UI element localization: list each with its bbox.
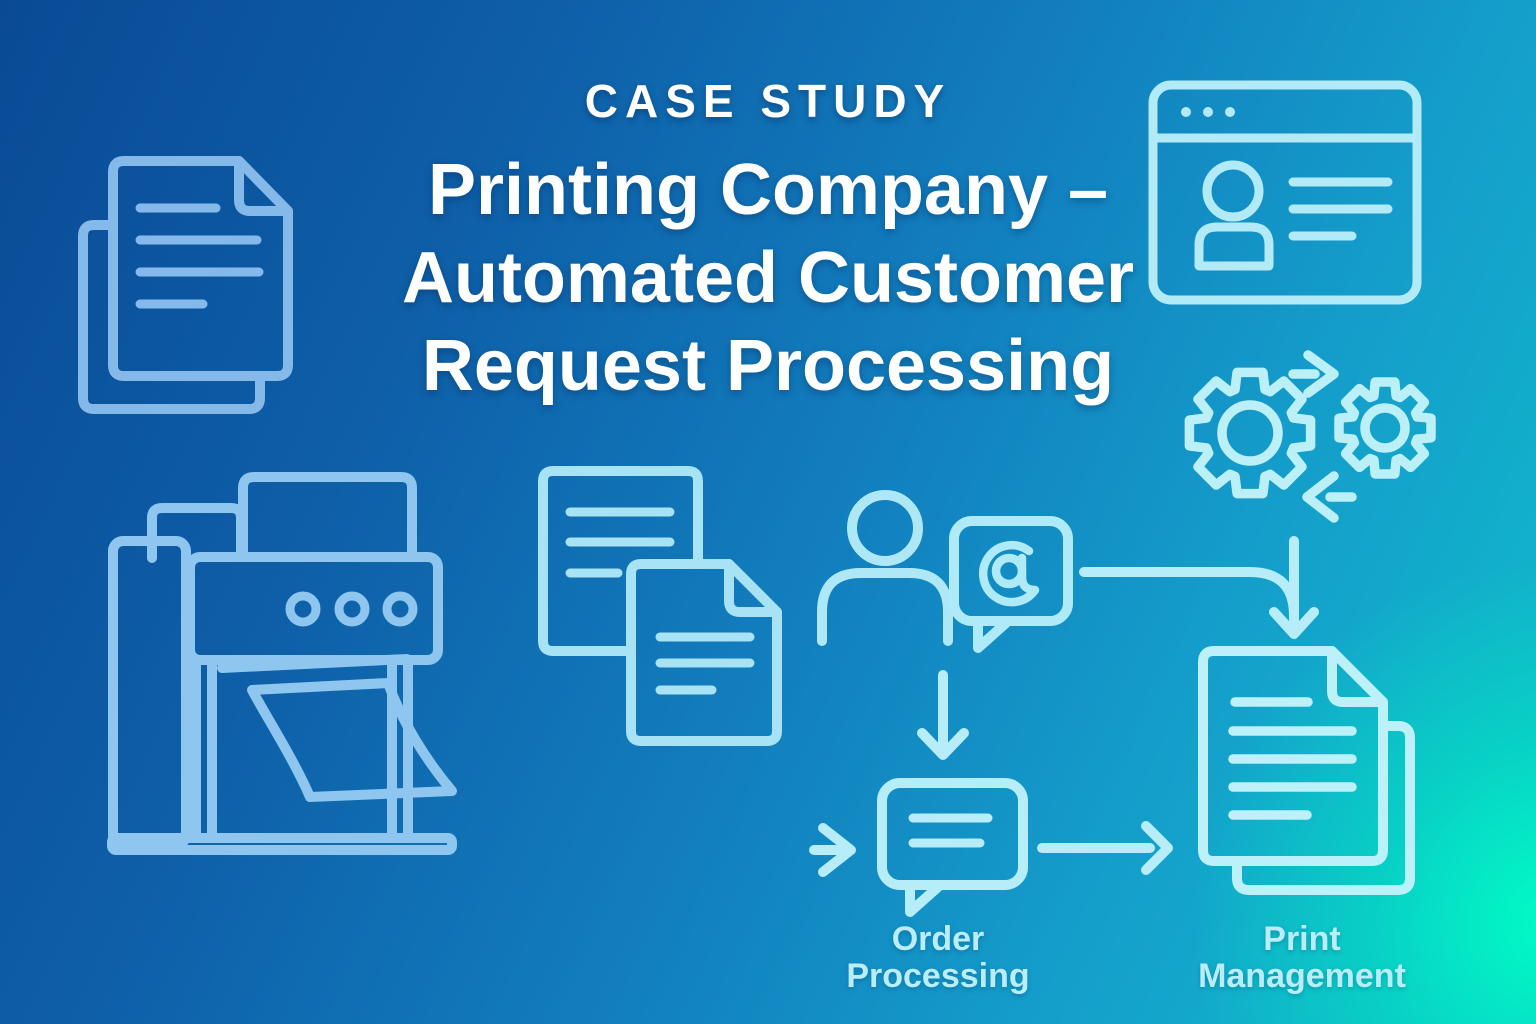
gears-sync-icon (1184, 350, 1436, 523)
press-top-small-box (147, 503, 246, 563)
press-button (285, 591, 321, 627)
page-title: Printing Company – Automated Customer Re… (0, 146, 1536, 410)
gear-small (1334, 377, 1436, 479)
print-label-line-2: Management (1198, 957, 1406, 995)
order-label-line-2: Processing (846, 957, 1030, 995)
into-order-arrow-head (818, 823, 856, 877)
copy-back-page (538, 466, 703, 656)
copy-front-page (626, 559, 782, 746)
press-button (382, 591, 418, 627)
print-fold-corner (1327, 646, 1388, 707)
person-shoulders (817, 568, 953, 646)
browser-dot (1225, 107, 1235, 117)
order-bubble (877, 778, 1028, 890)
order-label-line-1: Order (891, 920, 985, 958)
press-paper-sheet (247, 678, 457, 802)
press-tray-edge (217, 654, 412, 673)
eyebrow-case-study: CASE STUDY (584, 75, 952, 127)
printing-press-icon (107, 472, 457, 855)
title-line-3: Request Processing (421, 326, 1115, 406)
email-elbow-connector (1079, 567, 1299, 630)
gear-large-hub (1217, 400, 1283, 466)
order-processing-label: Order Processing (788, 921, 1088, 995)
person-down-arrow-head (917, 728, 969, 760)
doc-back-page (78, 220, 265, 414)
press-left-leg (191, 655, 217, 843)
email-bubble (949, 516, 1073, 626)
press-top-tall-box (238, 472, 417, 561)
document-stack-icon (78, 156, 293, 414)
title-line-2: Automated Customer (401, 238, 1135, 318)
down-arrow-head (1269, 607, 1319, 639)
browser-profile-window-icon (1148, 80, 1422, 305)
flow-connectors (809, 536, 1319, 877)
order-bubble-tail (905, 882, 943, 917)
doc-front-page (108, 156, 293, 381)
press-base-bar (107, 833, 457, 855)
doc-text-lines (135, 203, 264, 309)
order-bubble-lines (908, 813, 993, 848)
press-button (334, 591, 370, 627)
order-to-print-arrow-head (1141, 821, 1173, 875)
email-bubble-tail (973, 618, 1011, 653)
press-buttons (285, 591, 418, 627)
print-label-line-1: Print (1263, 920, 1341, 958)
browser-dot (1203, 107, 1213, 117)
email-at-bubble-icon (949, 516, 1073, 653)
avatar-head (1202, 160, 1264, 222)
browser-dot (1181, 107, 1191, 117)
gear-large (1184, 367, 1316, 499)
print-front-page (1198, 646, 1388, 866)
order-chat-bubble-icon (877, 778, 1028, 917)
browser-frame (1148, 80, 1422, 305)
print-back-page (1232, 721, 1415, 895)
print-document-stack-icon (1198, 646, 1415, 895)
press-left-column (108, 536, 191, 850)
print-text-lines (1228, 697, 1357, 820)
copy-front-lines (655, 632, 755, 695)
copy-back-lines (565, 507, 675, 578)
browser-dots (1181, 107, 1235, 117)
gear-small-hub (1360, 403, 1410, 453)
title-line-1: Printing Company – (427, 150, 1109, 230)
at-symbol (979, 540, 1040, 607)
customer-person-icon (817, 490, 953, 646)
print-management-label: Print Management (1152, 921, 1452, 995)
gear-arrow-right-head (1303, 350, 1339, 398)
at-outer-ring (979, 540, 1040, 607)
copy-fold-corner (724, 559, 782, 617)
person-head (847, 490, 923, 566)
avatar-body (1194, 222, 1274, 271)
gear-arrow-left-head (1302, 471, 1339, 523)
document-copy-icon (538, 466, 782, 746)
doc-fold-corner (234, 156, 293, 216)
